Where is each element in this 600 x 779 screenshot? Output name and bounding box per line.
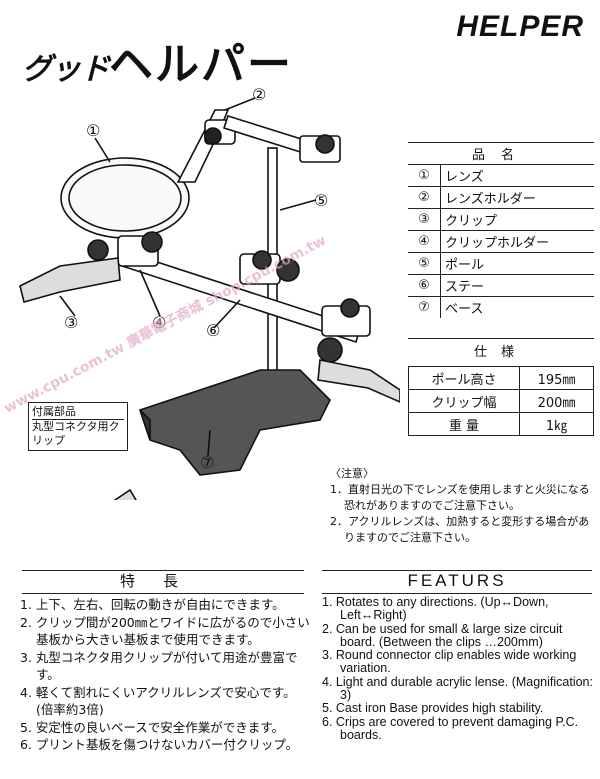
notes: 〈注意〉 1．直射日光の下でレンズを使用しますと火災になる恐れがありますのでご注… [330,466,592,546]
list-item: 2. クリップ間が200㎜とワイドに広がるので小さい基板から大きい基板まで使用で… [20,614,310,648]
brand-small: グッド [22,52,110,87]
note-item: 2．アクリルレンズは、加熱すると変形する場合がありますのでご注意下さい。 [330,515,590,544]
list-item: 2. Can be used for small & large size ci… [322,621,563,649]
features-jp-title: 特長 [22,570,304,594]
accessory-text: 丸型コネクタ用クリップ [32,420,120,447]
accessory-box: 付属部品 丸型コネクタ用クリップ [28,402,128,451]
brand-large: ヘルパー [109,39,293,90]
product-drawing: ① ② ⑤ ③ ④ ⑥ ⑦ [19,85,400,500]
callout-2: ② [252,85,266,104]
list-item: 1. 上下、左右、回転の動きが自由にできます。 [20,597,285,612]
list-item: 4. 軽くて割れにくいアクリルレンズで安心です。(倍率約3倍) [20,684,296,718]
clip-left-shape [19,257,121,303]
connector-clip-shape [113,488,137,500]
list-item: 3. Round connector clip enables wide wor… [322,648,577,676]
parts-header: 品名 [408,142,594,165]
brand-logo: グッドヘルパー [22,28,293,92]
list-item: 6. Crips are covered to prevent damaging… [322,714,579,742]
callout-4: ④ [152,313,166,332]
list-item: 5. 安定性の良いベースで安全作業ができます。 [20,719,285,735]
base-shape [138,369,331,476]
spec-title: 仕様 [408,338,594,360]
features-en-list: 1. Rotates to any directions. (Up↔Down, … [322,595,596,742]
callout-6: ⑥ [206,321,220,340]
notes-title: 〈注意〉 [330,467,374,480]
list-item: 1. Rotates to any directions. (Up↔Down, … [322,595,549,623]
callout-3: ③ [64,313,78,332]
lens-shape [60,157,190,239]
callout-5: ⑤ [314,191,328,210]
clip-right-shape [317,359,400,403]
list-item: 6. プリント基板を傷つけないカバー付クリップ。 [20,737,299,752]
callout-7: ⑦ [200,453,214,472]
accessory-title: 付属部品 [32,405,124,420]
callout-1: ① [86,121,100,140]
features-en-title: FEATURS [322,570,592,594]
list-item: 5. Cast iron Base provides high stabilit… [322,701,544,716]
list-item: 3. 丸型コネクタ用クリップが付いて用途が豊富です。 [20,649,298,683]
features-jp-list: 1. 上下、左右、回転の動きが自由にできます。 2. クリップ間が200㎜とワイ… [20,596,312,754]
note-item: 1．直射日光の下でレンズを使用しますと火災になる恐れがありますのでご注意下さい。 [330,483,590,512]
title-en: HELPER [456,10,584,43]
list-item: 4. Light and durable acrylic lense. (Mag… [322,674,593,703]
